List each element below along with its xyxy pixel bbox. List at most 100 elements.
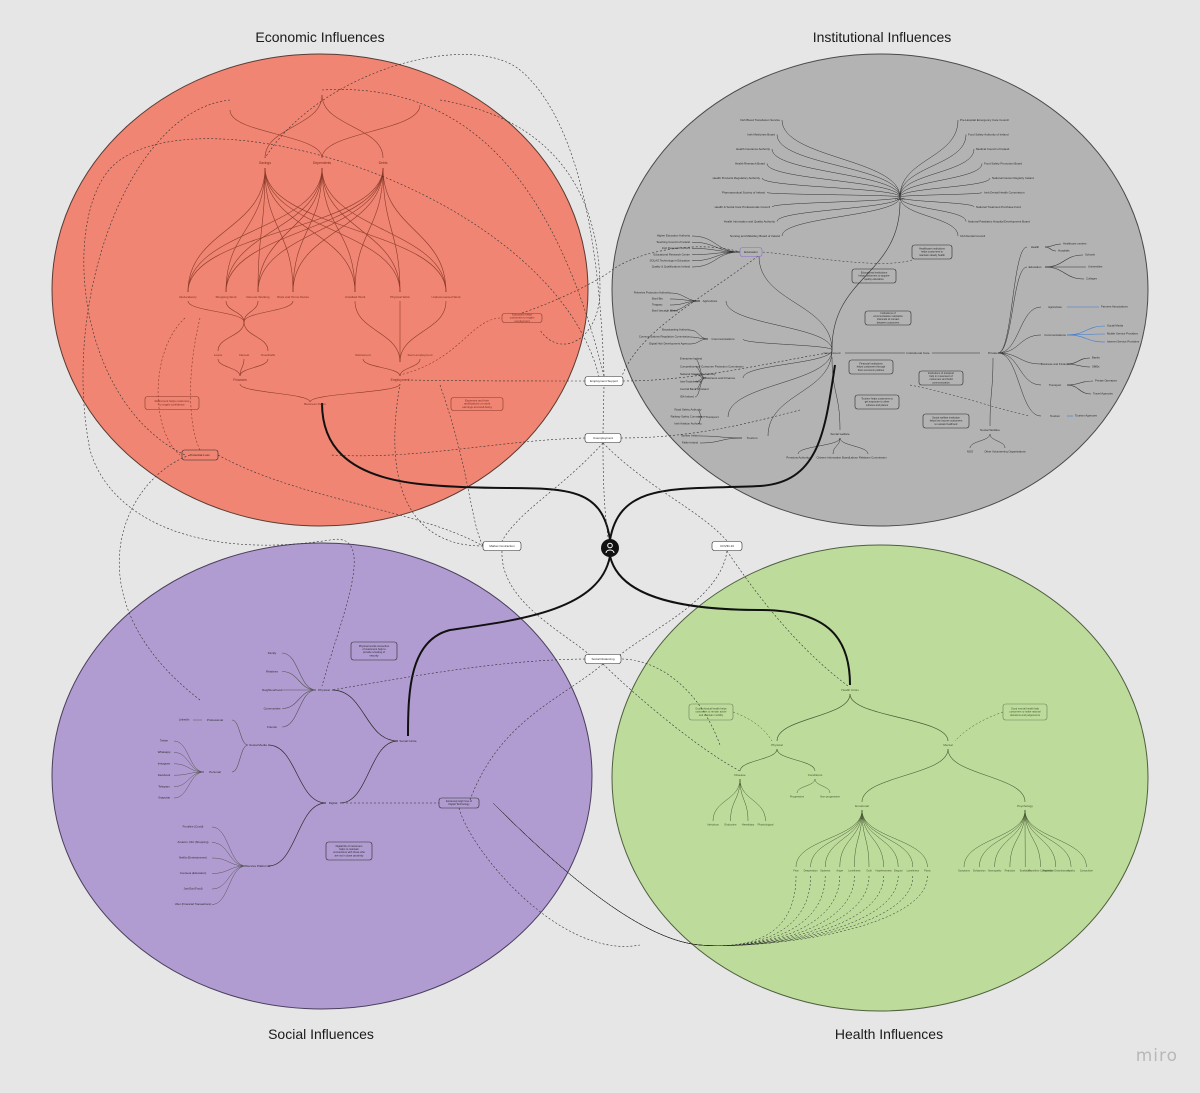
tourism-body-label: Fáilte Ireland	[682, 441, 699, 445]
transport-body-label: Railway Safety Commission	[671, 415, 706, 419]
service-platforms-hub: Service Platforms	[246, 864, 271, 868]
physical-leaf-label: Family	[268, 651, 277, 655]
private-leaf-label: Private Operators	[1095, 379, 1118, 383]
node-box-label: Market Contraction	[489, 544, 515, 548]
economic-mid-node: Work and Home Duties	[277, 295, 309, 299]
health-body-label: Irish Medicines Board	[747, 132, 775, 136]
economic-top-node: Debts	[379, 161, 388, 165]
agriculture-body-label: Bord Bia	[652, 297, 663, 301]
emotion-label: Anger	[836, 869, 843, 873]
education-body-label: Teaching Council of Ireland	[656, 240, 690, 244]
economic-top-node: Dependents	[313, 161, 332, 165]
conditions-hub: Conditions	[808, 773, 823, 777]
dashed-relationship-line	[502, 443, 603, 541]
hub-employment-support[interactable]: Employment Support	[585, 377, 623, 386]
health-body-label: Food Safety Promotion Board	[984, 161, 1022, 165]
node-box-label: between customers	[877, 320, 900, 324]
service-platform-leaf: Coursera (Education)	[180, 871, 207, 875]
service-platform-leaf: Frontline (Covid)	[183, 825, 204, 829]
emotion-label: Loneliness	[907, 869, 920, 873]
education-body-label: Higher Education Authority	[657, 234, 691, 238]
node-box-label: and maintain mobility	[699, 713, 724, 717]
health-body-label: National Treatment Purchase Fund	[976, 205, 1021, 209]
psychology-label: Apathy	[1067, 870, 1076, 873]
private-leaf-label: Healthcare centres	[1063, 242, 1087, 246]
psychology-label: Compulsive	[1080, 870, 1094, 873]
emotion-label: Disgust	[894, 869, 903, 873]
emotion-label: Sadness	[820, 869, 831, 873]
agriculture-body-label: Bord Iascaigh Mhara	[652, 309, 678, 313]
social-title: Social Influences	[268, 1026, 374, 1042]
economic-circle	[52, 54, 588, 526]
health-body-label: Irish Dental Council	[960, 234, 985, 238]
tourism-body-label: Tourism Ireland	[680, 434, 700, 438]
psychology-label: Repetitive Disturbances	[1043, 870, 1070, 873]
transport-body-label: Road Safety Authority	[674, 408, 702, 412]
transport-body-label: Irish Aviation Authority	[674, 422, 702, 426]
private-leaf-label: Social Media	[1107, 324, 1123, 328]
emotion-label: Panic	[924, 869, 931, 873]
hub-market-contraction[interactable]: Market Contraction	[483, 542, 521, 551]
health-body-label: Health & Social Care Professionals Counc…	[715, 205, 771, 209]
node-box-label: their economic policies	[858, 368, 885, 372]
node-box-label: decisions and judgements	[1010, 713, 1041, 717]
node-box-label: quality education	[864, 277, 884, 281]
psychology-label: Exhaustion	[973, 870, 986, 873]
node-box-label: Education	[744, 250, 758, 254]
welfare-leaf-label: NGO	[967, 450, 974, 454]
communications-body-label: Digital Hub Development Agency	[649, 342, 690, 346]
social-media-leaf: Instagram	[158, 762, 171, 766]
disease-type-label: Hereditary	[742, 823, 755, 827]
business-body-label: Enterprise Ireland	[680, 357, 703, 361]
health-title: Health Influences	[835, 1026, 943, 1042]
physical-leaf-label: Communities	[264, 706, 281, 710]
health-body-label: Irish Dental Health Commission	[984, 190, 1025, 194]
psychology-hub: Psychology	[1017, 804, 1033, 808]
inst-transport-hub: Transport	[705, 415, 718, 419]
institutional-care-hub: Institutional Care	[906, 351, 929, 355]
social-media-leaf: Telegram	[158, 784, 170, 788]
business-body-label: InterTradeIreland	[680, 380, 702, 384]
private-leaf-label: Internet Service Providers	[1107, 340, 1140, 344]
private-leaf-label: SMEs	[1092, 365, 1100, 369]
economic-mid-node: Redundancy	[179, 295, 197, 299]
social-media-leaf: LinkedIn	[179, 718, 190, 722]
social-welfare-inst-hub: Social welfare	[830, 432, 850, 436]
private-branch-label: Agriculture	[1048, 305, 1062, 309]
institutional-title: Institutional Influences	[813, 29, 952, 45]
social-circle	[52, 543, 592, 1009]
inst-business-hub: Business and Finance	[705, 376, 736, 380]
hub-covid[interactable]: COVID-19	[712, 542, 742, 551]
hub-unemployment[interactable]: Unemployment	[585, 434, 621, 443]
private-leaf-label: Hospitals	[1058, 249, 1070, 253]
social-circle-hub: Social Circle	[399, 739, 416, 743]
disease-type-label: Infectious	[707, 823, 719, 827]
education-body-label: Irish Research Council	[662, 246, 691, 250]
node-box-label: communication	[932, 380, 950, 384]
private-branch-label: Health	[1031, 245, 1040, 249]
private-leaf-label: Universities	[1088, 265, 1103, 269]
node-box-label: Unemployment	[593, 436, 613, 440]
media-group-label: Professional	[207, 718, 223, 722]
private-leaf-label: Banks	[1092, 356, 1100, 360]
economic-lower-node: Semi-employment	[408, 353, 433, 357]
physical-leaf-label: Relatives	[266, 669, 278, 673]
disease-hub: Disease	[734, 773, 745, 777]
inst-agriculture-hub: Agriculture	[703, 299, 718, 303]
node-box-label: Employment Support	[590, 379, 618, 383]
emotional-hub: Emotional	[855, 804, 869, 808]
inst-communications-hub: Communications	[711, 337, 734, 341]
welfare-body-label: Citizens Information Board	[817, 456, 850, 460]
private-branch-label: Communications	[1044, 333, 1066, 337]
government-hub: Government	[823, 351, 840, 355]
health-body-label: Pharmaceutical Society of Ireland	[722, 190, 765, 194]
hub-social-distancing[interactable]: Social Distancing	[585, 655, 621, 664]
node-box-label: are not in close proximity	[335, 853, 364, 857]
economic-lower-node: Retirement	[355, 353, 370, 357]
social-media-leaf: Facebook	[158, 773, 171, 777]
business-body-label: Central Bank of Ireland	[680, 387, 709, 391]
health-body-label: National Cancer Registry Ireland	[992, 176, 1034, 180]
private-branch-label: Business and Finance	[1041, 362, 1070, 366]
business-body-label: IDA Ireland	[680, 395, 694, 399]
